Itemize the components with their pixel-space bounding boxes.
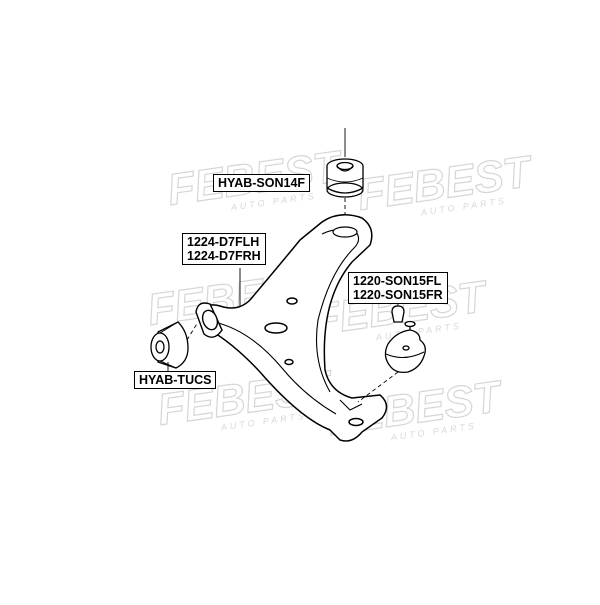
label-upper-bushing: HYAB-SON14F	[213, 174, 311, 192]
label-control-arm-right: 1224-D7FRH	[187, 249, 261, 263]
ball-joint-drawing	[384, 305, 426, 374]
label-ball-joint: 1220-SON15FL 1220-SON15FR	[348, 272, 448, 304]
control-arm-drawing	[200, 214, 388, 442]
rear-bushing-drawing	[150, 321, 189, 369]
watermark-2: FEBEST AUTO PARTS	[354, 146, 537, 220]
arm-front-bushing	[195, 302, 223, 338]
label-upper-bushing-text: HYAB-SON14F	[218, 176, 306, 190]
upper-bushing-drawing	[326, 158, 364, 198]
label-rear-bushing: HYAB-TUCS	[134, 371, 217, 389]
label-control-arm-left: 1224-D7FLH	[187, 235, 260, 249]
label-ball-joint-right: 1220-SON15FR	[353, 288, 443, 302]
label-ball-joint-left: 1220-SON15FL	[353, 274, 442, 288]
label-rear-bushing-text: HYAB-TUCS	[139, 373, 212, 387]
label-control-arm: 1224-D7FLH 1224-D7FRH	[182, 233, 266, 265]
ball-joint-axis	[357, 371, 399, 403]
rear-bushing-axis	[186, 321, 199, 341]
